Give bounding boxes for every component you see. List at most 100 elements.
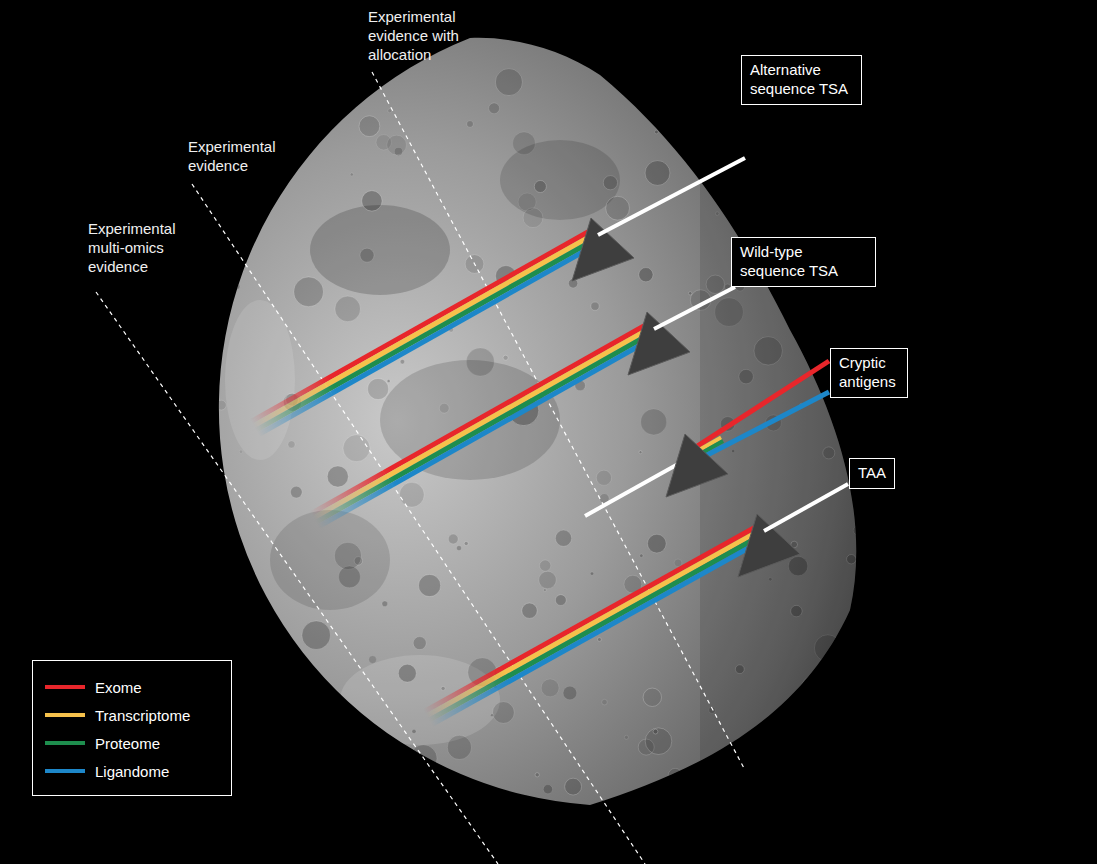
crater xyxy=(590,572,593,575)
crater xyxy=(339,566,361,588)
crater xyxy=(369,656,377,664)
antigen-box: Cryptic antigens xyxy=(830,348,908,398)
crater xyxy=(596,470,611,485)
crater xyxy=(490,714,493,717)
crater xyxy=(238,793,259,814)
evidence-label: Experimental evidence xyxy=(188,138,288,176)
antigen-label: Alternative sequence TSA xyxy=(750,61,853,99)
crater xyxy=(413,637,426,650)
crater xyxy=(866,625,871,630)
crater xyxy=(668,768,682,782)
crater xyxy=(493,702,515,724)
crater xyxy=(329,729,334,734)
crater xyxy=(789,47,795,53)
crater xyxy=(696,170,702,176)
crater xyxy=(412,729,416,733)
crater xyxy=(522,603,537,618)
legend-row: Proteome xyxy=(45,729,219,757)
crater xyxy=(603,176,617,190)
terminator-shade xyxy=(700,0,900,864)
antigen-box: TAA xyxy=(849,458,895,489)
crater xyxy=(555,595,566,606)
crater xyxy=(539,571,556,588)
crater xyxy=(294,277,324,307)
crater xyxy=(609,44,623,58)
crater xyxy=(543,589,546,592)
crater xyxy=(853,719,875,741)
crater xyxy=(302,621,331,650)
crater xyxy=(727,136,739,148)
crater xyxy=(846,642,864,660)
crater xyxy=(495,69,522,96)
crater xyxy=(387,380,390,383)
crater xyxy=(689,292,692,295)
crater xyxy=(448,534,458,544)
crater xyxy=(764,116,774,126)
crater xyxy=(674,559,682,567)
legend-swatch xyxy=(45,769,85,773)
crater xyxy=(643,688,661,706)
crater xyxy=(541,679,559,697)
antigen-ray xyxy=(654,287,735,329)
crater xyxy=(598,638,602,642)
crater xyxy=(795,304,798,307)
crater xyxy=(343,435,370,462)
crater xyxy=(398,664,416,682)
crater xyxy=(648,534,667,553)
legend-box: ExomeTranscriptomeProteomeLigandome xyxy=(32,660,232,796)
antigen-box: Wild-type sequence TSA xyxy=(731,237,876,287)
crater xyxy=(690,83,693,86)
prism xyxy=(738,514,800,577)
crater xyxy=(645,161,670,186)
crater xyxy=(681,58,685,62)
omics-line xyxy=(429,534,763,720)
dashed-line xyxy=(96,292,498,864)
crater xyxy=(764,115,778,129)
crater xyxy=(234,284,240,290)
crater xyxy=(848,637,868,657)
crater xyxy=(624,735,628,739)
evidence-label: Experimental evidence with allocation xyxy=(368,8,468,64)
crater xyxy=(543,785,552,794)
antigen-ray xyxy=(598,158,745,235)
crater xyxy=(828,790,831,793)
crater xyxy=(291,486,303,498)
prism xyxy=(666,434,728,497)
crater xyxy=(645,728,672,755)
omics-line xyxy=(311,323,648,513)
crater xyxy=(640,554,643,557)
crater xyxy=(704,87,709,92)
crater xyxy=(382,601,388,607)
crater xyxy=(360,248,374,262)
crater xyxy=(503,355,508,360)
crater xyxy=(208,104,238,134)
crater xyxy=(606,196,630,220)
crater xyxy=(362,191,382,211)
crater xyxy=(751,171,755,175)
crater xyxy=(653,729,658,734)
omics-line xyxy=(424,525,758,711)
crater xyxy=(387,135,407,155)
crater xyxy=(467,121,474,128)
legend-text: Ligandome xyxy=(95,763,169,780)
omics-line xyxy=(314,328,651,518)
moon-surface xyxy=(208,0,900,864)
crater xyxy=(248,731,251,734)
omics-beam xyxy=(424,525,765,724)
omics-line xyxy=(316,332,653,522)
crater xyxy=(827,200,841,214)
crater xyxy=(639,451,642,454)
crater xyxy=(606,57,613,64)
legend-row: Transcriptome xyxy=(45,701,219,729)
crater xyxy=(368,378,389,399)
crater xyxy=(565,778,582,795)
crater xyxy=(439,403,449,413)
legend-text: Proteome xyxy=(95,735,160,752)
crater xyxy=(281,139,284,142)
crater xyxy=(857,211,862,216)
crater xyxy=(394,148,402,156)
crater xyxy=(518,193,536,211)
crater xyxy=(241,744,244,747)
crater xyxy=(639,268,653,282)
